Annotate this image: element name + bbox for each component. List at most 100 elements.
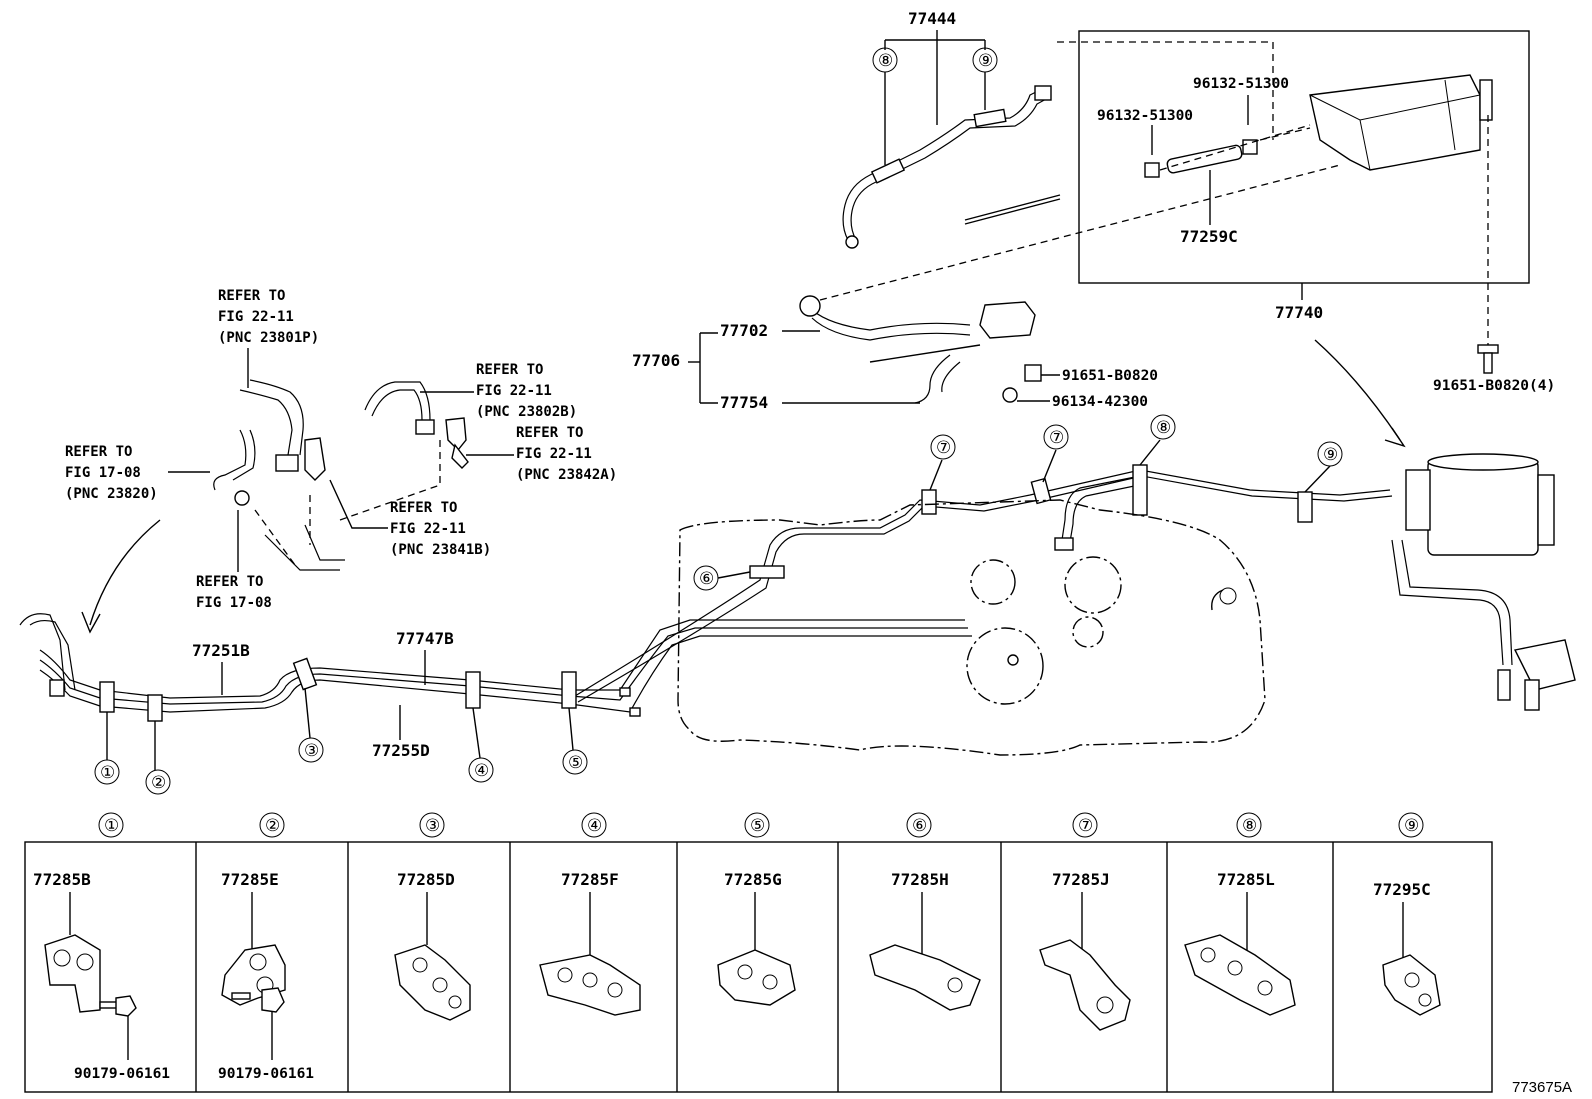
clamp-part-77285h[interactable]: 77285H xyxy=(891,870,949,889)
part-label-77251b[interactable]: 77251B xyxy=(192,641,250,660)
clamp-part-77285d[interactable]: 77285D xyxy=(397,870,455,889)
ref-4-line3[interactable]: (PNC 23820) xyxy=(65,486,158,502)
part-label-77259c[interactable]: 77259C xyxy=(1180,227,1238,246)
ref-1-line3[interactable]: (PNC 23801P) xyxy=(218,330,319,346)
canister-outlet-pipe xyxy=(1524,679,1540,711)
ref-5-line2[interactable]: FIG 22-11 xyxy=(390,521,466,537)
callout-7b-circle xyxy=(1043,424,1069,450)
part-label-91651-b0820[interactable]: 91651-B0820 xyxy=(1062,368,1158,384)
part-label-77740[interactable]: 77740 xyxy=(1275,303,1323,322)
callout-9-main: ⑨ xyxy=(1323,445,1338,465)
clamp-77285g-shape xyxy=(717,949,796,1006)
part-label-91651-b0820-4[interactable]: 91651-B0820(4) xyxy=(1433,378,1555,394)
hose-ref-2-fitting xyxy=(415,419,435,435)
callout-8-main: ⑧ xyxy=(1156,418,1171,438)
callout-8-circle-main xyxy=(1150,414,1176,440)
ref-5-line3[interactable]: (PNC 23841B) xyxy=(390,542,491,558)
clamp-8-on-77444 xyxy=(870,158,906,184)
part-label-77754[interactable]: 77754 xyxy=(720,393,768,412)
tank-dashdot-outline xyxy=(677,499,1266,756)
clamp-9 xyxy=(1297,491,1313,523)
clamp-part-77295c[interactable]: 77295C xyxy=(1373,880,1431,899)
clamp-part-77285e[interactable]: 77285E xyxy=(221,870,279,889)
clamp-part-77285j[interactable]: 77285J xyxy=(1052,870,1110,889)
callout-1-circle xyxy=(94,759,120,785)
ref-4-line2[interactable]: FIG 17-08 xyxy=(65,465,141,481)
diagram-id: 773675A xyxy=(1512,1079,1572,1096)
part-label-77255d[interactable]: 77255D xyxy=(372,741,430,760)
callout-7a: ⑦ xyxy=(936,438,951,458)
canister-hose xyxy=(1391,539,1504,666)
ref-6-line1[interactable]: REFER TO xyxy=(196,574,263,590)
hose-77444 xyxy=(842,89,1041,241)
ref-5-line1[interactable]: REFER TO xyxy=(390,500,457,516)
clamp-1 xyxy=(99,681,115,713)
main-fuel-lines: 77251B 77747B 77255D ① xyxy=(19,414,1393,795)
table-index-3: ③ xyxy=(425,816,440,836)
ref-6-line2[interactable]: FIG 17-08 xyxy=(196,595,272,611)
clamp-5 xyxy=(561,671,577,709)
filler-hose-lower xyxy=(213,429,247,491)
callout-8-top: ⑧ xyxy=(878,51,893,71)
table-index-8: ⑧ xyxy=(1242,816,1257,836)
arrow-to-canister xyxy=(1314,339,1401,441)
ref-3-line3[interactable]: (PNC 23842A) xyxy=(516,467,617,483)
part-label-77706[interactable]: 77706 xyxy=(632,351,680,370)
callout-2: ② xyxy=(151,773,166,793)
clamp-part-77285f[interactable]: 77285F xyxy=(561,870,619,889)
callout-6-circle xyxy=(693,565,719,591)
part-label-96132-right[interactable]: 96132-51300 xyxy=(1193,76,1289,92)
bolt-91651 xyxy=(1024,364,1042,382)
clamp-table-frame xyxy=(24,841,1493,1093)
clamp-9-on-77444 xyxy=(973,108,1007,128)
clamp-77285l-shape xyxy=(1184,934,1296,1016)
canister-assembled xyxy=(1391,453,1576,711)
clamp-77285d-shape xyxy=(394,944,471,1021)
clamp-part-77285b[interactable]: 77285B xyxy=(33,870,91,889)
callout-9-circle-main xyxy=(1317,441,1343,467)
canister-body xyxy=(1427,459,1539,556)
charcoal-canister xyxy=(1309,74,1481,171)
part-label-77702[interactable]: 77702 xyxy=(720,321,768,340)
callout-7b: ⑦ xyxy=(1049,428,1064,448)
clamp-part-77285l[interactable]: 77285L xyxy=(1217,870,1275,889)
clamp-77285e-nut xyxy=(261,987,285,1013)
part-label-96134-42300[interactable]: 96134-42300 xyxy=(1052,394,1148,410)
ref-2-line3[interactable]: (PNC 23802B) xyxy=(476,404,577,420)
part-label-77747b[interactable]: 77747B xyxy=(396,629,454,648)
clamp-part-77285g[interactable]: 77285G xyxy=(724,870,782,889)
clamp-8 xyxy=(1132,464,1148,516)
part-label-77444[interactable]: 77444 xyxy=(908,9,956,28)
ref-1-line2[interactable]: FIG 22-11 xyxy=(218,309,294,325)
bolt-shank xyxy=(1483,352,1493,374)
table-index-7: ⑦ xyxy=(1078,816,1093,836)
vent-line xyxy=(574,469,1391,697)
clamp-sub-90179-a[interactable]: 90179-06161 xyxy=(74,1066,170,1082)
ref-4-line1[interactable]: REFER TO xyxy=(65,444,132,460)
ref-2-line1[interactable]: REFER TO xyxy=(476,362,543,378)
hose-group-77706: 77702 77706 77754 91651-B0820 96134-4230… xyxy=(632,295,1158,412)
callout-9-top: ⑨ xyxy=(978,51,993,71)
ref-1-line1[interactable]: REFER TO xyxy=(218,288,285,304)
table-index-6: ⑥ xyxy=(912,816,927,836)
clamp-77285f-shape xyxy=(539,954,641,1016)
callout-5: ⑤ xyxy=(568,753,583,773)
tank-fitting-b xyxy=(629,707,641,717)
clip-ref-3 xyxy=(445,417,467,452)
clamp-77285b-nut xyxy=(115,995,137,1017)
part-label-96132-left[interactable]: 96132-51300 xyxy=(1097,108,1193,124)
ref-3-line2[interactable]: FIG 22-11 xyxy=(516,446,592,462)
clamp-sub-90179-b[interactable]: 90179-06161 xyxy=(218,1066,314,1082)
canister-box-77740: 96132-51300 96132-51300 77259C xyxy=(819,30,1530,345)
tank-circle-b xyxy=(1064,556,1122,614)
hose-77444-group: 77444 ⑧ ⑨ xyxy=(842,9,1061,249)
branch-line xyxy=(1061,475,1141,541)
filler-hose-upper xyxy=(239,389,293,456)
ref-3-line1[interactable]: REFER TO xyxy=(516,425,583,441)
ref-2-line2[interactable]: FIG 22-11 xyxy=(476,383,552,399)
fuel-line-77747b xyxy=(39,627,968,705)
canister-bracket xyxy=(1479,79,1493,121)
filler-clip-c xyxy=(234,490,250,506)
canister-valve xyxy=(1405,469,1431,531)
callout-1: ① xyxy=(100,763,115,783)
